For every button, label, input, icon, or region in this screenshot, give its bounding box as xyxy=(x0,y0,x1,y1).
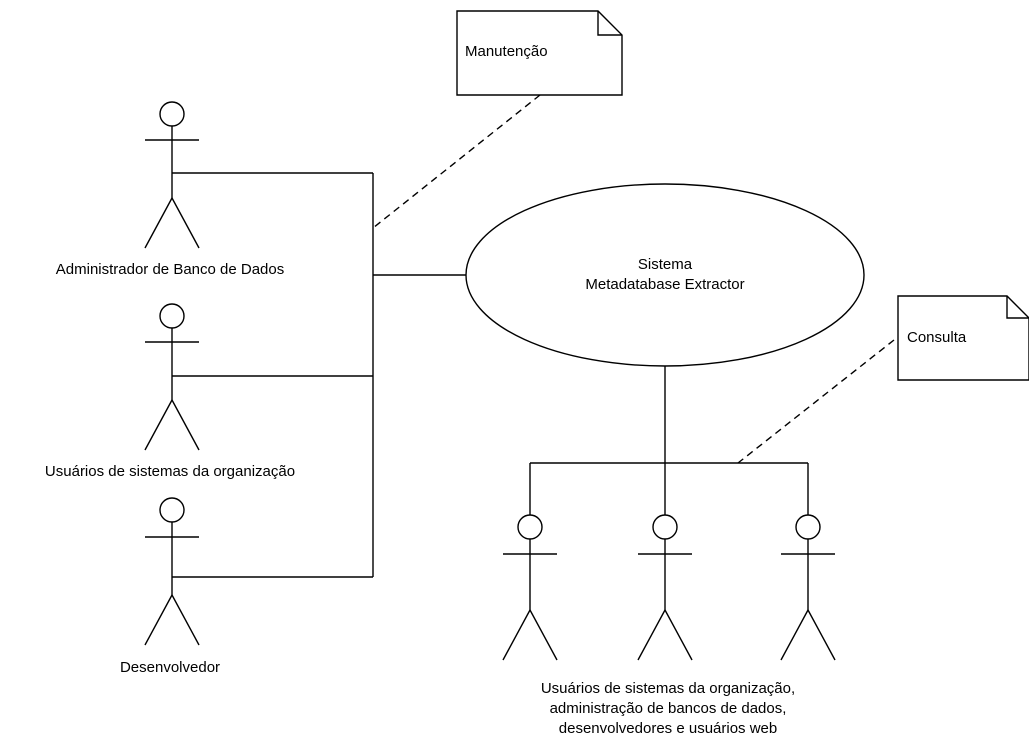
actor-group-label-line3: desenvolvedores e usuários web xyxy=(559,720,777,737)
actor-group-1 xyxy=(502,514,558,661)
right-association-lines xyxy=(529,366,809,515)
note-consulta-connector xyxy=(737,339,895,464)
actor-administrador: Administrador de Banco de Dados xyxy=(56,101,284,278)
actor-group-label-line2: administração de bancos de dados, xyxy=(550,700,787,717)
actor-usuarios-label: Usuários de sistemas da organização xyxy=(45,463,295,480)
actor-group-3 xyxy=(780,514,836,661)
actor-group-2 xyxy=(637,514,693,661)
note-manutencao-label: Manutenção xyxy=(465,43,548,60)
actor-group-label: Usuários de sistemas da organização, adm… xyxy=(541,680,795,737)
actor-administrador-label: Administrador de Banco de Dados xyxy=(56,261,284,278)
use-case-sistema: Sistema Metadatabase Extractor xyxy=(465,183,865,367)
actor-desenvolvedor-label: Desenvolvedor xyxy=(120,659,220,676)
left-association-lines xyxy=(172,172,466,578)
use-case-title-line1: Sistema xyxy=(638,256,693,273)
actor-usuarios: Usuários de sistemas da organização xyxy=(45,303,295,480)
note-consulta: Consulta xyxy=(897,295,1029,381)
actor-group-label-line1: Usuários de sistemas da organização, xyxy=(541,680,795,697)
note-manutencao-connector xyxy=(372,94,541,229)
actor-desenvolvedor: Desenvolvedor xyxy=(120,497,220,676)
use-case-title-line2: Metadatabase Extractor xyxy=(585,276,744,293)
note-manutencao: Manutenção xyxy=(456,10,623,96)
note-consulta-label: Consulta xyxy=(907,329,967,346)
